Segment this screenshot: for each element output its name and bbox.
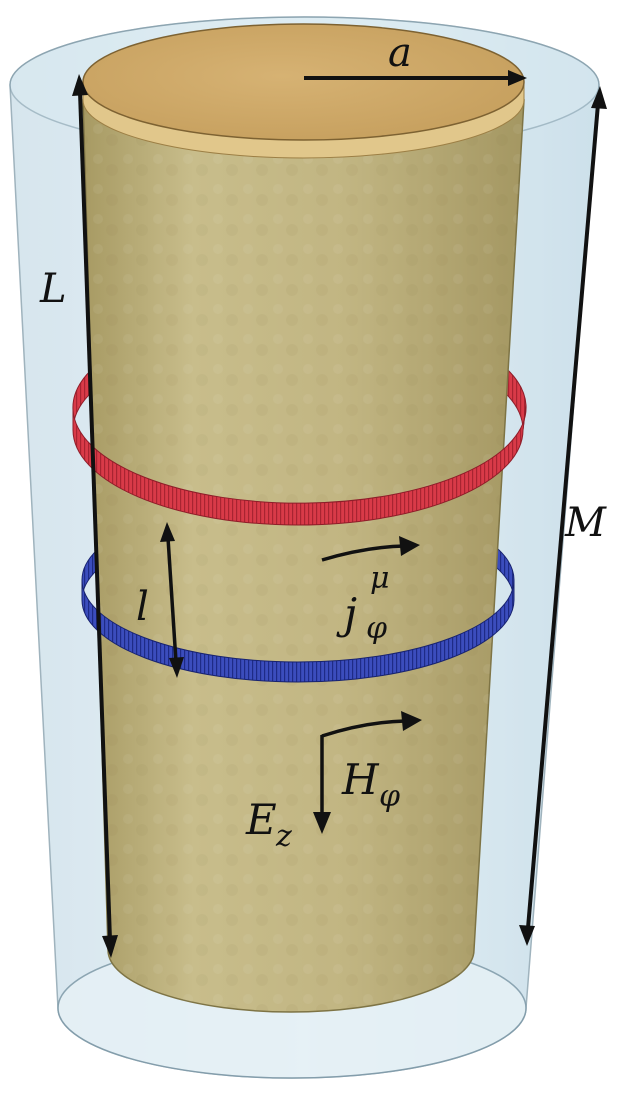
outer-length-label: M	[564, 500, 607, 546]
outer-length-arrow	[519, 86, 607, 946]
radius-label: a	[388, 30, 412, 76]
current-subscript: φ	[366, 611, 387, 646]
inner-length-arrow	[72, 74, 118, 958]
upper-loop	[72, 404, 527, 526]
electric-field-subscript: z	[275, 819, 292, 854]
current-arrow	[321, 536, 420, 562]
magnetic-field-subscript: φ	[379, 779, 400, 814]
current-superscript: μ	[370, 561, 390, 596]
inner-length-label: L	[39, 266, 67, 312]
electric-field-label: E	[245, 795, 277, 844]
magnetic-field-label: H	[341, 755, 380, 804]
inner-cylinder	[82, 23, 525, 1013]
field-arrows	[313, 711, 422, 834]
loop-separation-arrow	[160, 522, 184, 678]
loop-separation-label: l	[136, 584, 149, 630]
radius-arrow	[304, 70, 527, 86]
inner-cylinder-top	[82, 23, 525, 141]
